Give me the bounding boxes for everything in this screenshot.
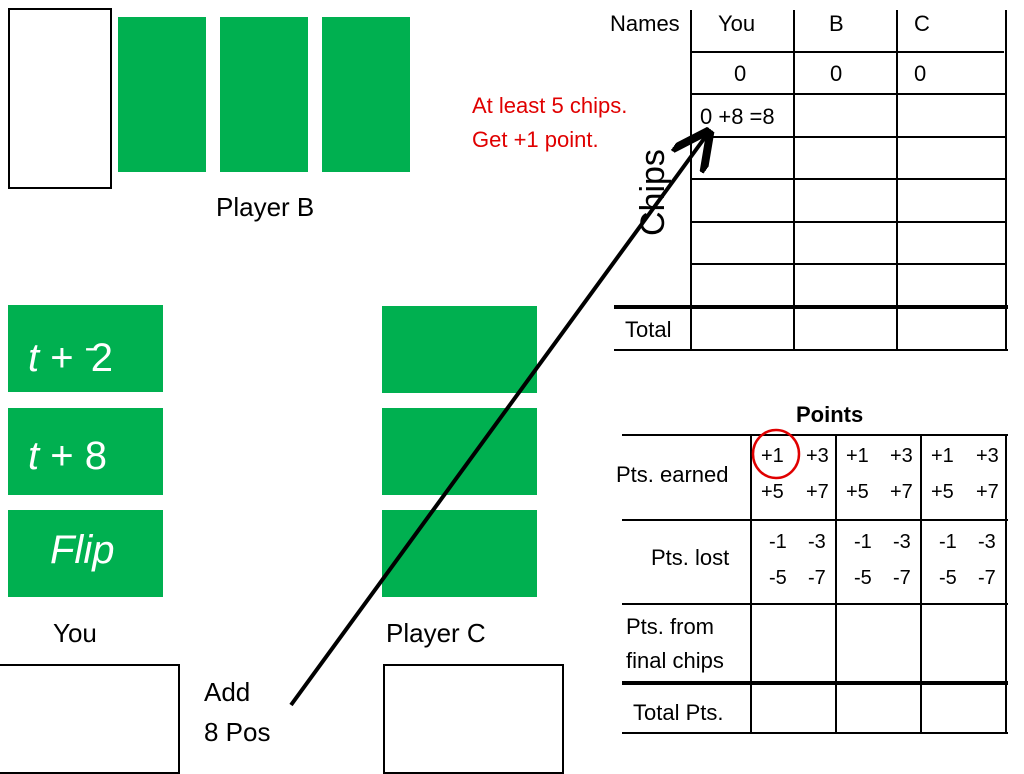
pts-earned-you-7: +7 [806, 481, 829, 503]
pts-lost-you-7: -7 [808, 567, 826, 589]
pts-lost-label: Pts. lost [651, 545, 730, 570]
note-line-2: Get +1 point. [472, 127, 599, 152]
card-operator: + [50, 336, 74, 380]
player-b-card-2[interactable] [220, 17, 308, 172]
chips-header-b: B [829, 11, 844, 36]
pts-lost-you-3: -3 [808, 531, 826, 553]
pts-earned-you-5: +5 [761, 481, 784, 503]
pts-lost-b-7: -7 [893, 567, 911, 589]
pts-earned-c-3: +3 [976, 445, 999, 467]
player-c-card-2[interactable] [382, 408, 537, 495]
player-b-label: Player B [216, 192, 315, 222]
pts-lost-c-1: -1 [939, 531, 957, 553]
chips-you-row2: 0 +8 =8 [700, 104, 775, 129]
you-card-2[interactable] [8, 408, 163, 495]
card-number: 8 [84, 434, 107, 478]
you-card-1[interactable] [8, 305, 163, 392]
chips-table-grid [614, 10, 1008, 351]
pts-earned-b-5: +5 [846, 481, 869, 503]
points-table-grid [622, 434, 1008, 734]
arrow-line [289, 136, 706, 707]
card-number: 2 [90, 336, 113, 380]
pts-earned-c-5: +5 [931, 481, 954, 503]
pts-lost-b-1: -1 [854, 531, 872, 553]
pts-lost-you-1: -1 [769, 531, 787, 553]
chips-total-label: Total [625, 317, 672, 342]
you-card-2-text: t + 8 [28, 436, 107, 476]
card-operator: + [50, 434, 74, 478]
chips-header-you: You [718, 11, 756, 36]
player-c-discard-pile [383, 664, 564, 774]
points-title: Points [796, 402, 864, 427]
chips-header-c: C [914, 11, 930, 36]
pts-total-label: Total Pts. [633, 700, 724, 725]
pts-lost-c-5: -5 [939, 567, 957, 589]
chips-c-start: 0 [914, 61, 927, 86]
pts-lost-you-5: -5 [769, 567, 787, 589]
card-flip-text: Flip [50, 528, 115, 572]
pts-earned-c-7: +7 [976, 481, 999, 503]
card-variable: t [28, 434, 40, 478]
highlight-circle [751, 428, 801, 480]
pts-earned-label: Pts. earned [616, 462, 729, 487]
player-b-card-3[interactable] [322, 17, 410, 172]
you-card-1-text: t + -2 [28, 331, 113, 380]
note-line-1: At least 5 chips. [472, 93, 628, 118]
player-c-label: Player C [386, 618, 486, 648]
pts-lost-c-3: -3 [978, 531, 996, 553]
pts-earned-you-3: +3 [806, 445, 829, 467]
chips-you-start: 0 [734, 61, 747, 86]
you-card-3-text: Flip [50, 530, 114, 570]
chips-header-names: Names [610, 11, 680, 36]
pts-earned-c-1: +1 [931, 445, 954, 467]
player-c-card-1[interactable] [382, 306, 537, 393]
you-discard-pile [0, 664, 180, 774]
pts-lost-b-3: -3 [893, 531, 911, 553]
pts-earned-you-1: +1 [761, 445, 784, 467]
chips-b-start: 0 [830, 61, 843, 86]
pts-lost-b-5: -5 [854, 567, 872, 589]
pts-earned-b-7: +7 [890, 481, 913, 503]
player-b-card-1[interactable] [118, 17, 206, 172]
pts-earned-b-1: +1 [846, 445, 869, 467]
player-b-discard-pile [8, 8, 112, 189]
you-label: You [53, 618, 97, 648]
card-sign: - [84, 331, 95, 364]
pts-final-label-2: final chips [626, 648, 724, 673]
player-c-card-3[interactable] [382, 510, 537, 597]
instruction-line-1: Add [204, 677, 251, 707]
pts-final-label-1: Pts. from [626, 614, 715, 639]
card-variable: t [28, 336, 40, 380]
chips-side-label: Chips [634, 149, 672, 236]
instruction-line-2: 8 Pos [204, 717, 271, 747]
pts-earned-b-3: +3 [890, 445, 913, 467]
pts-lost-c-7: -7 [978, 567, 996, 589]
you-card-3[interactable] [8, 510, 163, 597]
